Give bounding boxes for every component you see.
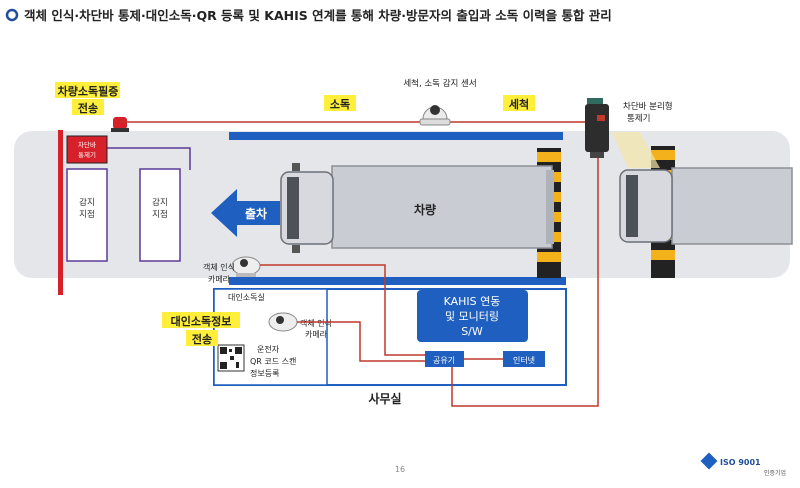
detect-point-2-line2: 지점 [152,209,168,220]
vehicle-label: 차량 [414,202,436,217]
object-camera-2-icon [268,312,298,332]
kahis-line1: KAHIS 연동 [444,295,501,308]
person-room-label: 대인소독실 [228,292,265,302]
vehicle-cert-line2: 전송 [78,101,98,115]
wash-label: 세척 [509,97,529,111]
detect-point-2 [139,168,181,262]
person-cert-highlight [162,312,240,328]
disinfect-label: 소독 [330,98,350,111]
detect-point-1 [66,168,108,262]
object-cam1-line1: 객체 인식 [203,262,235,272]
router-label: 공유기 [433,356,455,365]
internet-box [503,351,545,367]
kahis-box [417,290,528,342]
wash-highlight [503,95,535,111]
curb-bottom [229,277,566,285]
driver-line1: 운전자 [257,344,280,354]
truck-main [280,163,554,253]
kahis-line2: 및 모니터링 [445,310,499,323]
sensor-beam [612,132,660,168]
controller-wire [451,158,599,407]
camera1-wire [260,264,425,356]
router-box [425,351,464,367]
qr-code-icon [217,344,245,372]
curb-top [229,132,563,140]
logo-text: ISO 9001 [720,458,761,467]
logo-sub: 인증기업 [764,469,786,477]
detect-point-2-line1: 감지 [152,197,168,208]
kahis-line3: S/W [461,325,483,338]
camera2-wire [297,321,425,362]
vehicle-cert-line1: 차량소독필증 [58,84,119,98]
iso-logo-icon: ISO 9001 인증기업 [700,452,786,477]
header-bullet-icon [5,8,19,22]
object-cam2-line1: 객체 인식 [300,318,332,328]
driver-line3: 정보등록 [250,368,279,378]
vehicle-cert-highlight [55,82,120,98]
warning-light-icon [111,117,129,132]
header-title: 객체 인식·차단바 통제·대인소독·QR 등록 및 KAHIS 연계를 통해 차… [24,8,612,23]
page-number: 16 [395,465,405,474]
detect-point-1-line2: 지점 [79,209,95,220]
driver-line2: QR 코드 스캔 [250,356,296,366]
barrier-box-line1: 차단바 [78,140,96,149]
exit-arrow-icon [211,189,280,237]
truck-second [619,167,793,245]
person-cert-line1: 대인소독정보 [171,314,232,328]
object-camera-1-icon [231,256,261,277]
barrier-control-box [66,135,108,164]
vehicle-cert-highlight-2 [72,99,104,115]
wash-sensor-label: 세척, 소독 감지 센서 [403,78,476,89]
object-cam2-line2: 카메라 [305,330,328,339]
detect-point-1-line1: 감지 [79,197,95,208]
exit-label: 출차 [245,206,267,221]
office-label: 사무실 [368,391,401,406]
object-cam1-line2: 카메라 [208,275,231,284]
internet-label: 인터넷 [513,355,535,365]
person-cert-highlight-2 [186,330,218,346]
barrier-controller-icon [585,98,609,158]
barrier-ctrl-line1: 차단바 분리형 [623,101,673,112]
person-cert-line2: 전송 [192,332,212,346]
disinfect-highlight [324,95,356,111]
barrier-ctrl-line2: 통제기 [627,114,650,124]
wash-sensor-dome-icon [419,105,451,126]
barrier-pole [58,130,63,295]
barrier-box-line2: 통제기 [78,150,96,159]
